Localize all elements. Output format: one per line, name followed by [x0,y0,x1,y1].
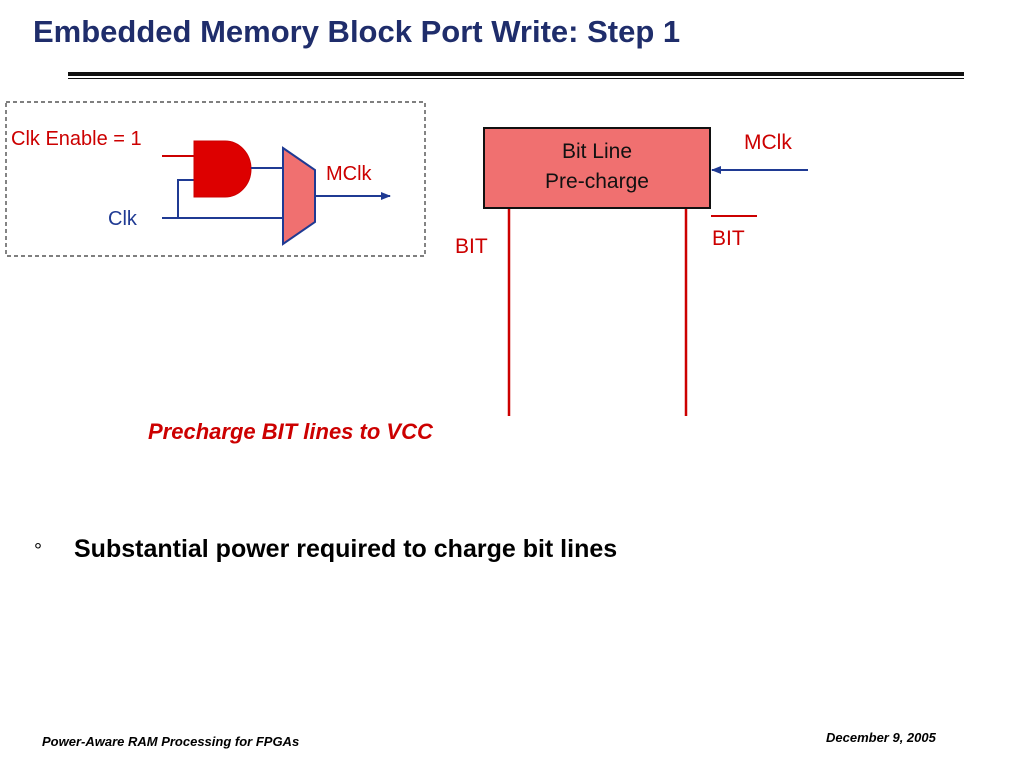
and-gate [193,140,252,198]
bullet-item: ° Substantial power required to charge b… [34,535,617,564]
precharge-line2: Pre-charge [545,170,649,193]
slide-title: Embedded Memory Block Port Write: Step 1 [33,14,681,49]
clk-enable-label: Clk Enable = 1 [11,128,142,150]
title-rule-thin [68,78,964,79]
title-rule-thick [68,72,964,76]
bit-line-precharge-box [483,127,711,209]
footer-date: December 9, 2005 [826,730,936,745]
bullet-marker: ° [34,540,42,562]
bit-bar-label: BIT [712,227,745,250]
bit-label: BIT [455,235,488,258]
footer-title: Power-Aware RAM Processing for FPGAs [42,734,300,749]
precharge-line1: Bit Line [562,140,632,163]
precharge-caption: Precharge BIT lines to VCC [148,419,433,444]
clk-to-gate-wire [162,179,195,219]
mclk-output-label: MClk [326,163,373,185]
mclk-input-label: MClk [744,131,792,154]
bullet-text: Substantial power required to charge bit… [74,535,618,563]
clk-label: Clk [108,208,138,230]
multiplexer [282,146,316,246]
